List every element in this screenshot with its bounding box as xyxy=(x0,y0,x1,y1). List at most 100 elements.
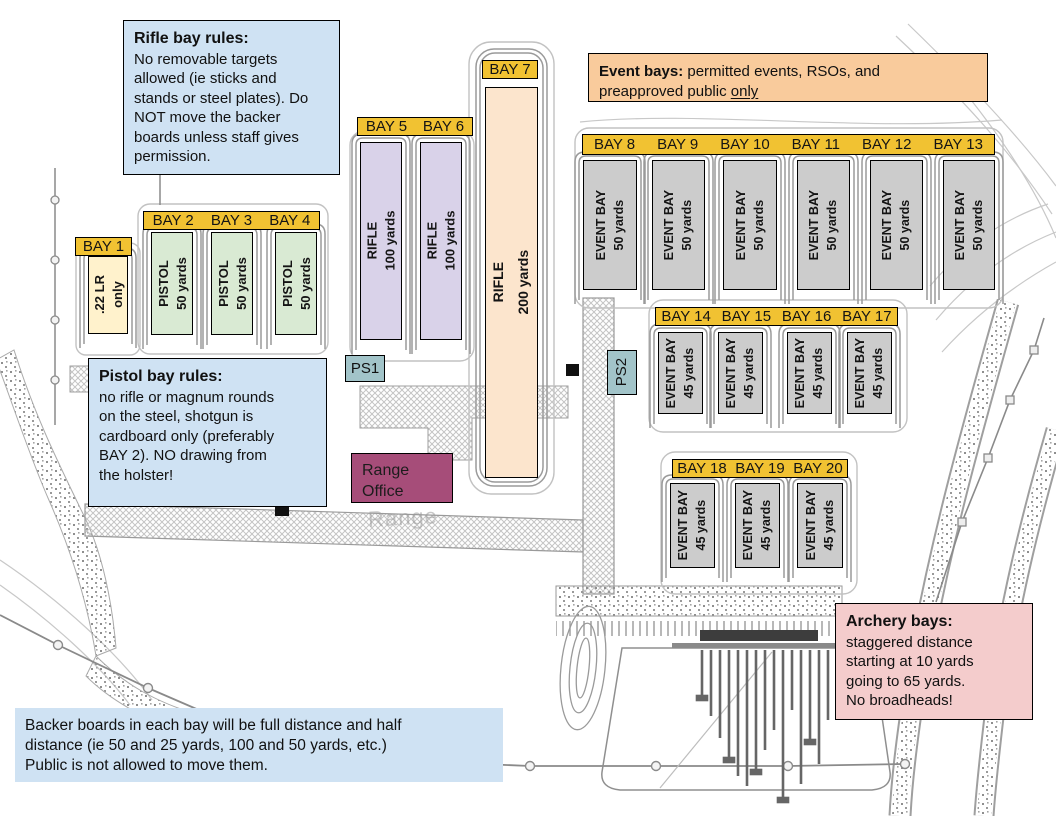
backer-boards-body: Backer boards in each bay will be full d… xyxy=(25,717,402,775)
backer-boards-note: Backer boards in each bay will be full d… xyxy=(15,708,503,782)
bay-label: EVENT BAY xyxy=(593,189,608,261)
bay-header-label: BAY 5 xyxy=(365,118,408,135)
bay7-berm xyxy=(475,48,548,487)
bay-label: 50 yards xyxy=(898,199,913,251)
bay-label: PISTOL xyxy=(155,260,171,307)
bay-label: EVENT BAY xyxy=(741,490,756,561)
bay-header-2-4: BAY 2 BAY 3 BAY 4 xyxy=(143,211,320,230)
bay-header-label: BAY 6 xyxy=(422,118,465,135)
bay-label: EVENT BAY xyxy=(853,337,868,409)
bay-header-label: BAY 3 xyxy=(210,212,253,229)
bay-header-label: BAY 10 xyxy=(720,136,770,153)
bay-label: 50 yards xyxy=(173,257,189,310)
bay-label: RIFLE xyxy=(424,222,440,260)
bay-header-label: BAY 7 xyxy=(489,61,531,78)
bay-10: EVENT BAY 50 yards xyxy=(723,160,777,290)
bay-header-7: BAY 7 xyxy=(482,60,538,79)
bay-header-label: BAY 15 xyxy=(721,308,772,325)
bay-header-label: BAY 8 xyxy=(593,136,636,153)
bay-header-label: BAY 4 xyxy=(269,212,311,229)
bay-header-label: BAY 17 xyxy=(842,308,892,325)
bay-label: 50 yards xyxy=(752,199,766,251)
event-bays-title: Event bays: xyxy=(599,63,684,80)
bay-label: 50 yards xyxy=(612,199,626,251)
bay-8: EVENT BAY 50 yards xyxy=(583,160,637,290)
archery-bays-title: Archery bays: xyxy=(846,613,953,630)
range-office: Range Office xyxy=(351,453,453,503)
bay-20: EVENT BAY 45 yards xyxy=(797,483,843,568)
structure-marker xyxy=(566,364,579,376)
ps1-marker: PS1 xyxy=(345,355,385,382)
bay-label: PISTOL xyxy=(279,260,295,307)
bay-label: EVENT BAY xyxy=(676,490,691,561)
bay-label: 50 yards xyxy=(825,199,840,251)
event-bays-body-2: preapproved public xyxy=(599,82,727,100)
bay-header-label: BAY 1 xyxy=(82,238,125,255)
ps2-marker: PS2 xyxy=(607,350,637,395)
bay-label: EVENT BAY xyxy=(662,189,677,261)
ps1-label: PS1 xyxy=(350,360,380,377)
bay-header-14-17: BAY 14 BAY 15 BAY 16 BAY 17 xyxy=(655,307,898,326)
bay-label: EVENT BAY xyxy=(724,337,739,409)
bay-label: 45 yards xyxy=(742,347,757,399)
ps2-label: PS2 xyxy=(612,358,630,387)
bay-label: EVENT BAY xyxy=(733,189,748,261)
structure-marker xyxy=(275,505,289,516)
bay-header-label: BAY 11 xyxy=(791,136,841,153)
bay-label: 50 yards xyxy=(680,199,695,251)
event-bays-note: Event bays: permitted events, RSOs, and … xyxy=(588,53,988,102)
bay-label: 50 yards xyxy=(971,199,985,251)
bay-header-5-6: BAY 5 BAY 6 xyxy=(357,117,473,136)
archery-area xyxy=(601,630,891,804)
bay-label: 100 yards xyxy=(382,211,397,271)
bay-label: EVENT BAY xyxy=(803,490,818,561)
pistol-rules-title: Pistol bay rules: xyxy=(99,368,223,385)
bay-label: EVENT BAY xyxy=(880,189,895,261)
event-bays-only: only xyxy=(730,82,759,100)
bay-label: 100 yards xyxy=(442,211,457,271)
bay-header-1: BAY 1 xyxy=(75,237,132,256)
parking-strip xyxy=(582,297,615,595)
event-bays-body-1: permitted events, RSOs, and xyxy=(687,63,880,80)
bay-header-label: BAY 13 xyxy=(933,136,983,153)
bay-header-label: BAY 19 xyxy=(735,460,785,477)
bay-label: 45 yards xyxy=(759,500,774,551)
bay-label: .22 LR xyxy=(91,275,107,315)
bay-label: PISTOL xyxy=(215,260,231,307)
bay-label: 45 yards xyxy=(682,347,697,399)
bay-header-18-20: BAY 18 BAY 19 BAY 20 xyxy=(672,459,848,478)
pistol-rules-note: Pistol bay rules: no rifle or magnum rou… xyxy=(88,358,327,507)
bay-header-label: BAY 16 xyxy=(781,308,832,325)
bay-header-label: BAY 12 xyxy=(862,136,912,153)
bay-label: only xyxy=(109,281,125,309)
bay-label: RIFLE xyxy=(490,262,507,303)
bay-label: 45 yards xyxy=(871,347,886,399)
bay-label: 45 yards xyxy=(811,347,826,399)
bay-header-label: BAY 2 xyxy=(152,212,194,229)
bay-label: 50 yards xyxy=(297,257,313,310)
bay-label: 45 yards xyxy=(694,500,709,551)
bay-label: 45 yards xyxy=(822,500,836,551)
bay-label: 50 yards xyxy=(233,257,249,310)
